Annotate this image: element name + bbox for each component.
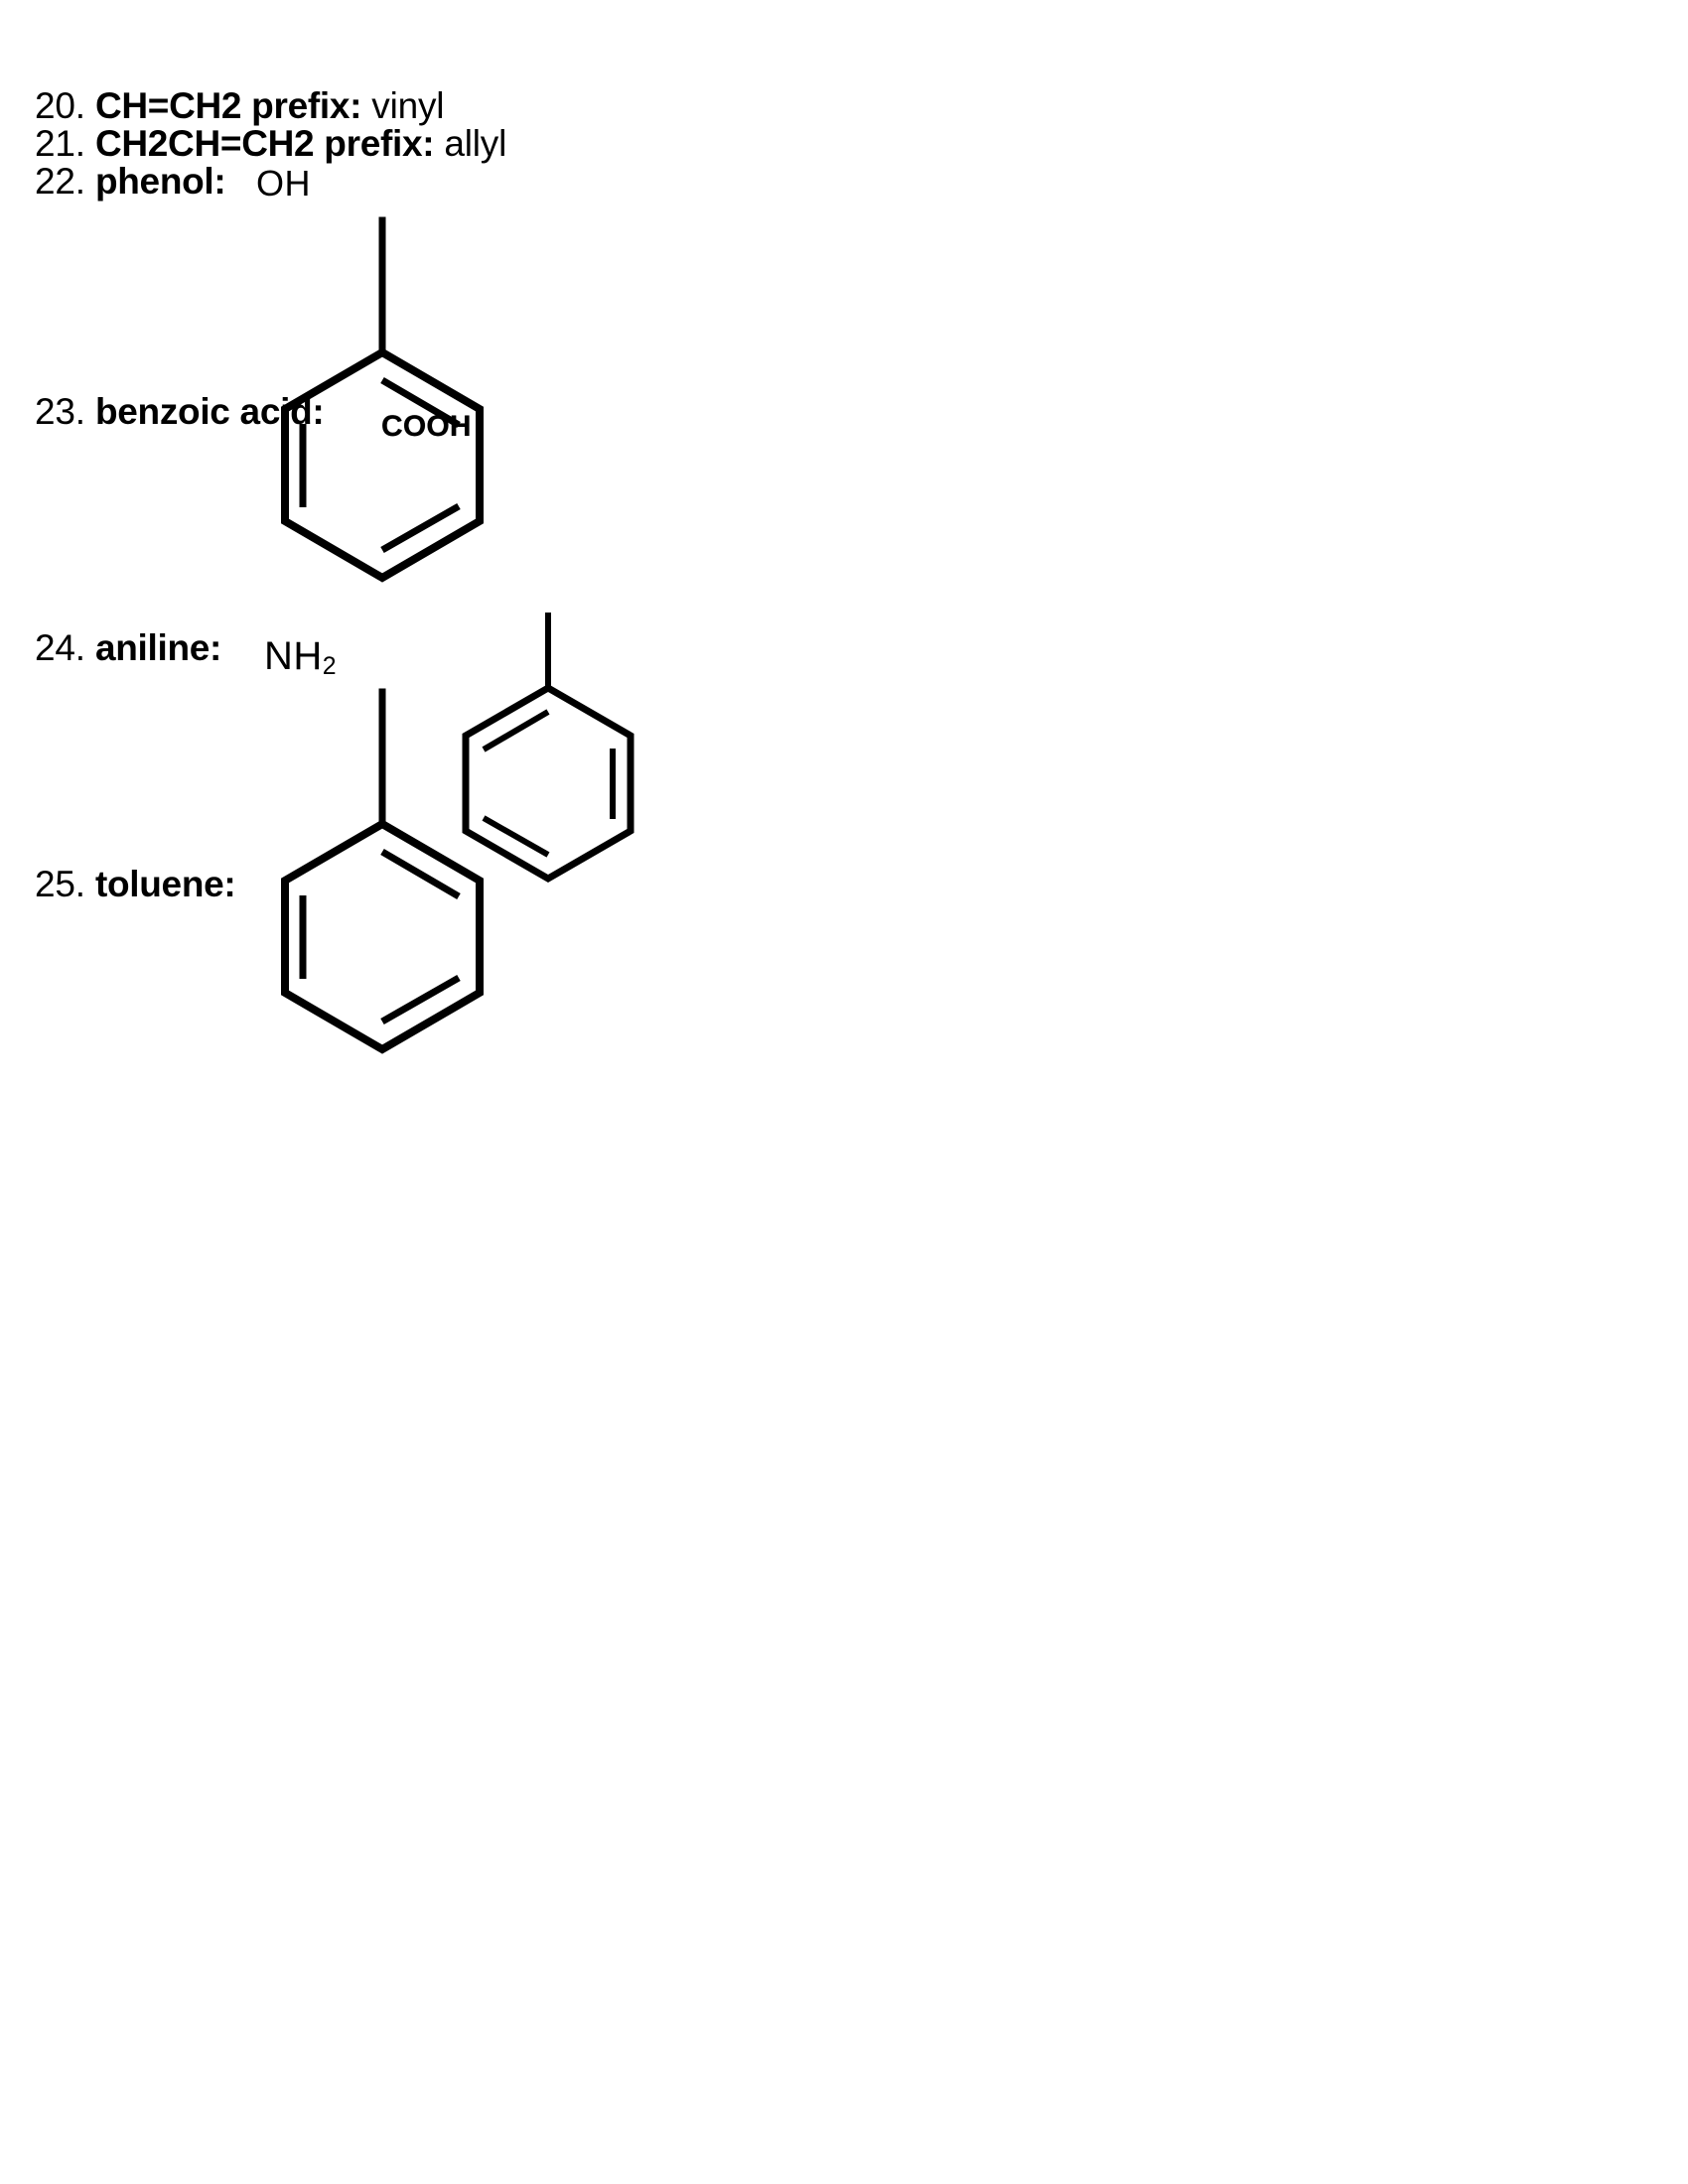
item-term: CH=CH2 prefix: — [94, 85, 362, 126]
double-bond-upper-right — [380, 848, 461, 900]
structure-benzoic-acid — [318, 422, 675, 898]
double-bond-upper-right — [380, 376, 461, 429]
list-item-22: 22. phenol: — [35, 161, 226, 202]
list-item-24: 24. aniline: — [35, 629, 221, 666]
label-nh2-main: NH — [264, 634, 323, 678]
item-answer: allyl — [444, 123, 507, 164]
item-number: 23. — [35, 391, 85, 432]
list-item-23: 23. benzoic acid: — [35, 391, 325, 432]
item-term: CH2CH=CH2 prefix: — [94, 123, 435, 164]
benzene-ring-outline — [281, 347, 484, 583]
item-number: 24. — [35, 627, 85, 668]
double-bond-upper-left — [482, 709, 550, 752]
benzene-ring-outline — [281, 819, 484, 1054]
item-number: 22. — [35, 161, 85, 202]
list-item-20: 20. CH=CH2 prefix: vinyl — [35, 87, 444, 124]
benzene-ring-outline — [462, 683, 634, 884]
item-term: aniline: — [94, 627, 222, 668]
item-term: phenol: — [94, 161, 226, 202]
double-bond-lower-right — [380, 974, 461, 1025]
item-term: benzoic acid: — [94, 391, 325, 432]
list-item-21: 21. CH2CH=CH2 prefix: allyl — [35, 125, 506, 162]
label-nh2-subscript: 2 — [322, 653, 338, 681]
item-number: 20. — [35, 85, 85, 126]
double-bond-lower-left — [482, 815, 550, 858]
label-cooh: COOH — [381, 410, 472, 443]
label-nh2: NH2 — [264, 634, 337, 679]
label-oh: OH — [256, 163, 311, 204]
structure-phenol — [194, 179, 531, 583]
item-answer: vinyl — [371, 85, 445, 126]
item-number: 25. — [35, 864, 85, 904]
item-term: toluene: — [94, 864, 236, 904]
item-number: 21. — [35, 123, 85, 164]
structure-aniline — [194, 650, 531, 1054]
double-bond-lower-right — [380, 502, 461, 554]
list-item-25: 25. toluene: — [35, 864, 236, 904]
